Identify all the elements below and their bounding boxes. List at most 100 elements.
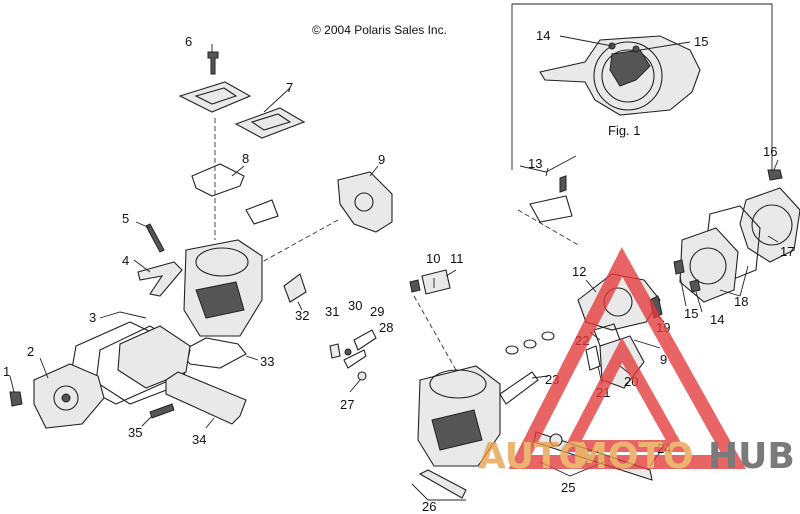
part-34-plate xyxy=(165,371,247,425)
leader-27 xyxy=(349,379,361,393)
part-9-pump-cover-hole xyxy=(354,192,374,212)
inset-caption: Fig. 1 xyxy=(608,123,641,138)
part-2-cover-boss xyxy=(53,385,79,411)
part-6-screw xyxy=(207,51,219,75)
leader-23 xyxy=(531,375,549,379)
callout-9: 9 xyxy=(378,152,385,167)
part-33-gasket xyxy=(179,337,247,369)
part-1-screw xyxy=(9,391,23,407)
leader-8 xyxy=(231,165,245,177)
part-9-dash xyxy=(261,219,339,263)
leader-4 xyxy=(133,259,151,273)
part-11-fitting xyxy=(421,269,451,295)
part-14-screw xyxy=(689,279,701,293)
part-17-cover xyxy=(739,187,800,263)
callout-7: 7 xyxy=(286,80,293,95)
callout-18: 18 xyxy=(734,294,748,309)
watermark-auto: AUTO xyxy=(478,436,589,477)
callout-35: 35 xyxy=(128,425,142,440)
inset-leader-15 xyxy=(639,41,691,51)
watermark-hub: HUB xyxy=(708,436,795,477)
right-washer-a xyxy=(505,345,519,355)
leader-15 xyxy=(679,275,687,307)
callout-12: 12 xyxy=(572,264,586,279)
watermark-triangle-outer xyxy=(508,247,746,469)
part-7-flange-b xyxy=(234,107,306,139)
callout-14: 14 xyxy=(710,312,724,327)
leader-7 xyxy=(263,87,291,113)
callout-17: 17 xyxy=(780,244,794,259)
callout-2: 2 xyxy=(27,344,34,359)
leader-13 xyxy=(545,167,549,177)
leader-17 xyxy=(767,235,779,243)
callout-27: 27 xyxy=(340,397,354,412)
callout-9-right: 9 xyxy=(660,352,667,367)
inset-diaphragm-ring xyxy=(593,41,663,111)
right-carburetor-bore xyxy=(429,369,487,399)
inset-label-14: 14 xyxy=(536,28,550,43)
part-18-diaphragm-ring xyxy=(689,247,727,285)
callout-10: 10 xyxy=(426,251,440,266)
part-29-spring xyxy=(353,329,377,351)
watermark-triangle-inner xyxy=(562,337,687,452)
inset-diaphragm-inner xyxy=(601,49,655,103)
part-13-screw xyxy=(559,175,567,193)
leader-34 xyxy=(205,417,215,429)
copyright-text: © 2004 Polaris Sales Inc. xyxy=(312,23,447,37)
watermark-logo: AUTO MOTO HUB xyxy=(478,247,795,477)
part-8-gasket xyxy=(191,163,245,197)
callout-28: 28 xyxy=(379,320,393,335)
leader-1 xyxy=(9,375,15,393)
leader-3 xyxy=(99,311,147,319)
leader-32 xyxy=(297,301,303,311)
part-10-screw xyxy=(409,279,421,293)
part-35-screw xyxy=(149,403,175,419)
leader-11 xyxy=(445,269,457,277)
leader-9 xyxy=(369,165,379,177)
right-axis-dash xyxy=(413,295,457,371)
left-carburetor-pump xyxy=(195,281,245,319)
part-16-screw xyxy=(767,169,783,181)
part-7-flange-b-hole xyxy=(250,113,292,131)
part-28-pin xyxy=(343,349,367,369)
part-7-flange-a xyxy=(178,81,252,113)
watermark-moto: MOTO xyxy=(572,436,694,477)
leader-16 xyxy=(773,159,779,171)
right-washer-b xyxy=(523,339,537,349)
fig1-inset: 14 15 Fig. 1 xyxy=(511,3,773,170)
callout-33: 33 xyxy=(260,354,274,369)
part-3-diaphragm xyxy=(117,325,191,389)
part-18-diaphragm xyxy=(679,227,739,303)
callout-5: 5 xyxy=(122,211,129,226)
left-carburetor-bore xyxy=(195,247,249,277)
inset-leader-14 xyxy=(559,35,613,47)
part-4-bracket xyxy=(137,261,183,297)
leader-9-right xyxy=(633,339,661,349)
callout-31: 31 xyxy=(325,304,339,319)
left-carburetor-assembly xyxy=(9,44,393,429)
callout-32: 32 xyxy=(295,308,309,323)
part-9-pump-cover xyxy=(337,171,393,233)
callout-4: 4 xyxy=(122,253,129,268)
part-13-bracket xyxy=(529,195,573,223)
callout-16: 16 xyxy=(763,144,777,159)
part-15-pin xyxy=(673,259,685,275)
callout-1: 1 xyxy=(3,364,10,379)
leader-12 xyxy=(585,279,597,293)
part-21-needle xyxy=(585,345,601,371)
inset-label-15: 15 xyxy=(694,34,708,49)
part-13-dash xyxy=(517,209,581,247)
part-2-cover-screw xyxy=(61,393,71,403)
right-washer-c xyxy=(541,331,555,341)
leader-33 xyxy=(245,355,259,361)
callout-26: 26 xyxy=(422,499,436,514)
part-30-nut xyxy=(344,348,352,356)
callout-3: 3 xyxy=(89,310,96,325)
leader-18 xyxy=(719,265,749,297)
part-17-cover-ring xyxy=(751,204,793,246)
part-13-bracket-line xyxy=(519,155,577,173)
part-31-washer xyxy=(329,343,341,359)
part-7-flange-a-hole xyxy=(194,87,238,105)
leader-14 xyxy=(695,291,703,313)
